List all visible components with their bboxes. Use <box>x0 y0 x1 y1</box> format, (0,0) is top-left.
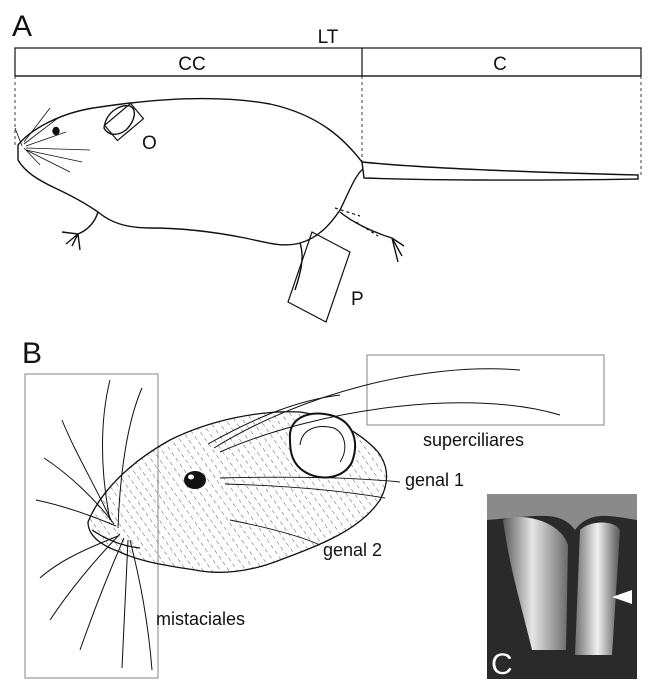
rat-tail <box>362 162 638 180</box>
panel-c-letter: C <box>491 648 513 681</box>
head-body-length-label: CC <box>178 54 205 75</box>
genal-2-label: genal 2 <box>323 540 382 560</box>
rat-side-drawing <box>18 99 638 290</box>
total-length-bar <box>15 48 641 76</box>
panel-b-letter: B <box>22 337 42 370</box>
head-eye-highlight <box>188 475 194 480</box>
panel-a: A LT CC C O <box>12 10 641 322</box>
ear-length-label: O <box>142 133 157 154</box>
right-incisor <box>575 523 620 656</box>
superciliary-region-box <box>367 355 604 425</box>
rat-eye <box>53 128 59 135</box>
panel-a-letter: A <box>12 10 32 43</box>
genal-1-label: genal 1 <box>405 470 464 490</box>
head-eye <box>184 471 206 489</box>
superciliary-label: superciliares <box>423 430 524 450</box>
total-length-label: LT <box>318 27 339 48</box>
rat-foreleg <box>62 212 98 250</box>
mystacial-label: mistaciales <box>156 609 245 629</box>
tail-length-label: C <box>493 54 507 75</box>
panel-c: C <box>487 494 637 681</box>
hindfoot-length-label: P <box>351 289 364 310</box>
